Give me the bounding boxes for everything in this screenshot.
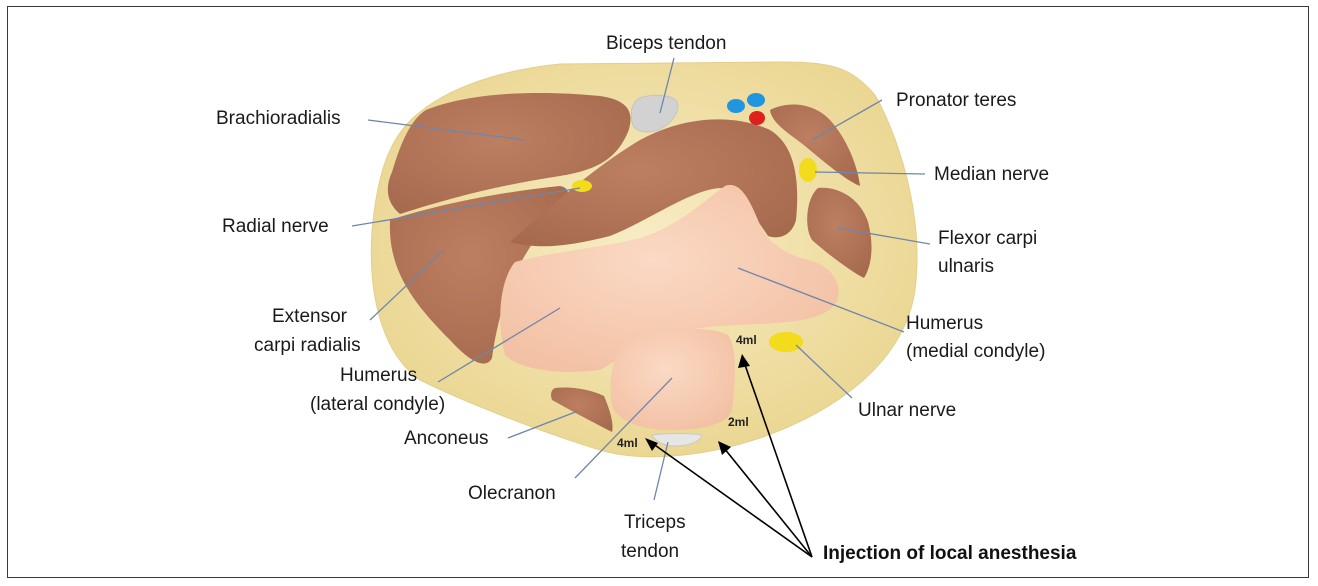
label-humerus-medial-line1: Humerus xyxy=(906,313,983,334)
olecranon-bone xyxy=(611,329,735,430)
volume-label-medial: 4ml xyxy=(736,333,757,347)
label-flexor-carpi-ulnaris-line1: Flexor carpi xyxy=(938,228,1037,249)
ulnar-nerve-shape xyxy=(769,332,803,352)
label-injection: Injection of local anesthesia xyxy=(823,543,1077,564)
brachial-artery xyxy=(749,111,765,125)
brachial-vein-1 xyxy=(727,99,745,113)
label-extensor-line2: carpi radialis xyxy=(254,335,361,356)
label-triceps-line1: Triceps xyxy=(624,512,686,533)
label-ulnar-nerve: Ulnar nerve xyxy=(858,400,956,421)
radial-nerve-shape xyxy=(572,180,592,192)
label-extensor-line1: Extensor xyxy=(272,306,348,327)
label-radial-nerve: Radial nerve xyxy=(222,216,329,237)
median-nerve-shape xyxy=(799,158,817,182)
label-median-nerve: Median nerve xyxy=(934,164,1049,185)
label-triceps-line2: tendon xyxy=(621,541,679,562)
label-olecranon: Olecranon xyxy=(468,483,556,504)
volume-label-posterior-lateral: 4ml xyxy=(617,436,638,450)
label-brachioradialis: Brachioradialis xyxy=(216,108,341,129)
volume-label-posterior: 2ml xyxy=(728,415,749,429)
brachial-vein-2 xyxy=(747,93,765,107)
label-humerus-medial-line2: (medial condyle) xyxy=(906,341,1045,362)
label-flexor-carpi-ulnaris-line2: ulnaris xyxy=(938,256,994,277)
label-pronator-teres: Pronator teres xyxy=(896,90,1016,111)
label-biceps-tendon: Biceps tendon xyxy=(606,33,726,54)
label-anconeus: Anconeus xyxy=(404,428,489,449)
label-humerus-lateral-line2: (lateral condyle) xyxy=(310,394,445,415)
label-humerus-lateral-line1: Humerus xyxy=(340,365,417,386)
